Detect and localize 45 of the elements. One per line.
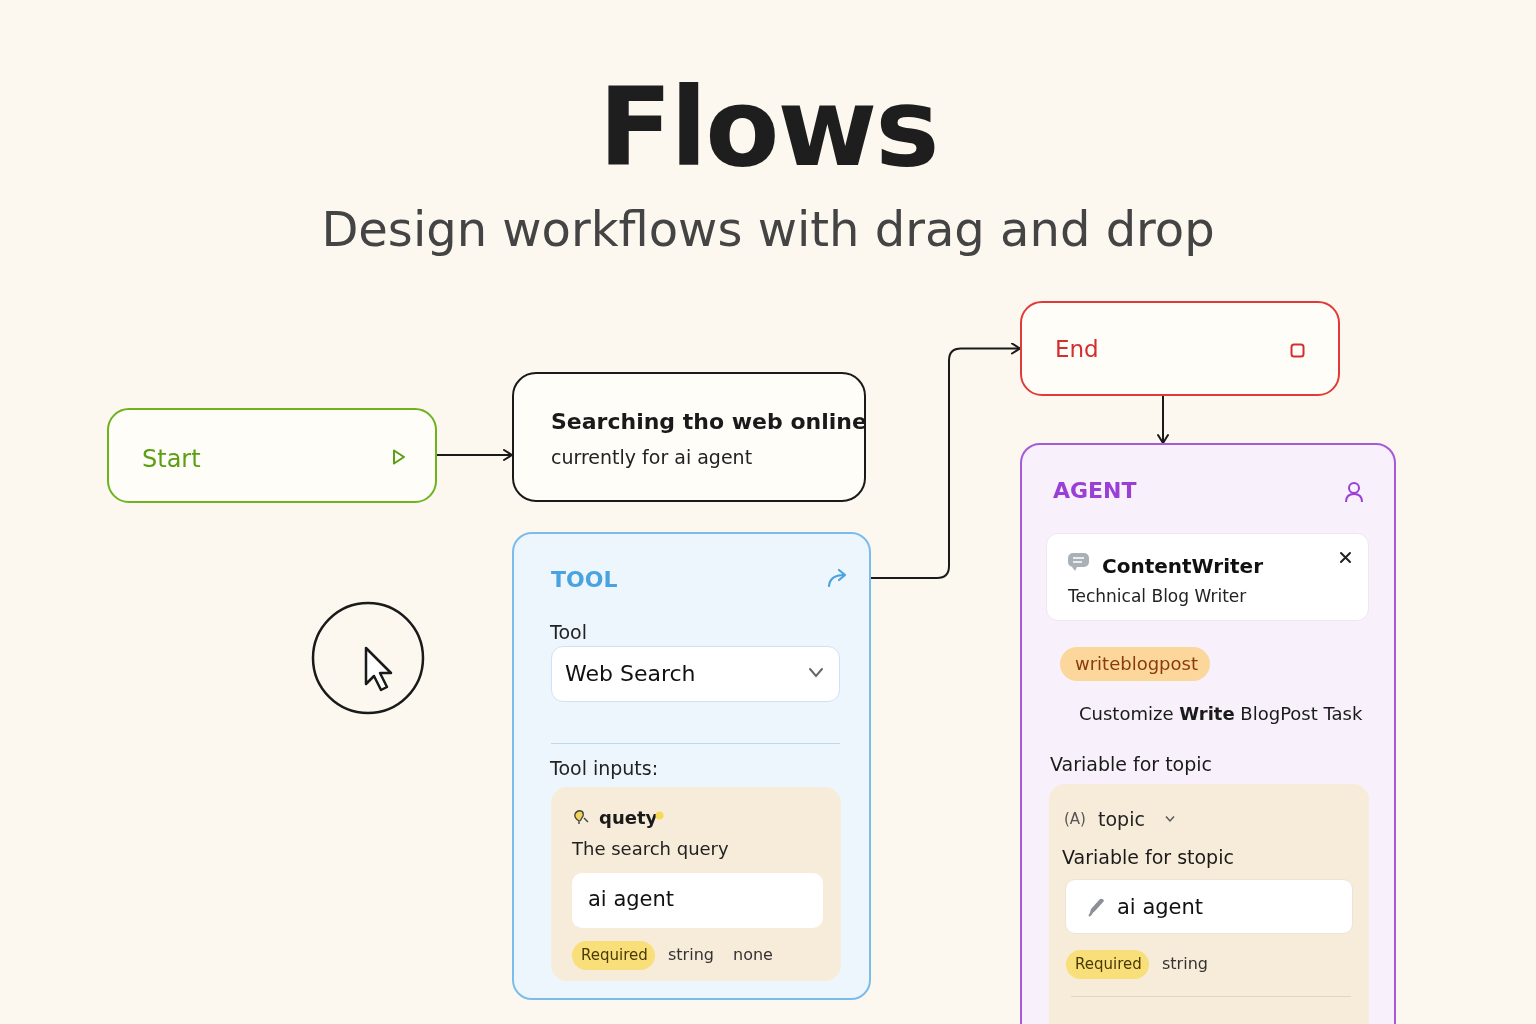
input-field bbox=[1065, 879, 1353, 934]
process-box bbox=[512, 372, 866, 502]
variable-card bbox=[1049, 784, 1369, 1024]
end-node bbox=[1020, 301, 1340, 396]
agent-role: Technical Blog Writer bbox=[1068, 585, 1247, 607]
field-label: Tool bbox=[550, 620, 587, 644]
agent-card bbox=[1046, 533, 1369, 621]
type-text: string bbox=[1162, 954, 1208, 974]
node-heading: Searching tho web online bbox=[551, 408, 867, 436]
input-card bbox=[551, 787, 841, 981]
tool-panel bbox=[512, 532, 871, 1000]
input-value: ai agent bbox=[588, 887, 675, 913]
section-label: Variable for topic bbox=[1050, 752, 1212, 776]
type-text: string bbox=[668, 945, 714, 965]
start-node bbox=[107, 408, 437, 503]
panel-title: AGENT bbox=[1053, 477, 1137, 505]
variable-name: topic bbox=[1098, 807, 1145, 831]
section-label: Tool inputs: bbox=[550, 756, 659, 780]
tag-text: Required bbox=[1075, 955, 1142, 973]
title: Flows bbox=[598, 64, 938, 193]
select-field bbox=[551, 646, 840, 702]
agent-name: ContentWriter bbox=[1102, 554, 1263, 578]
tag-text: Required bbox=[581, 946, 648, 964]
input-value: ai agent bbox=[1117, 895, 1204, 921]
default-text: none bbox=[733, 945, 773, 965]
required-tag bbox=[572, 941, 655, 970]
required-tag bbox=[1066, 950, 1149, 979]
variable-description: Variable for stopic bbox=[1062, 845, 1234, 869]
panel-title: TOOL bbox=[551, 566, 618, 594]
input-description: The search query bbox=[572, 838, 729, 860]
node-label: Start bbox=[142, 444, 201, 474]
arrow bbox=[1157, 395, 1169, 444]
agent-panel bbox=[1020, 443, 1396, 1024]
subtitle: Design workflows with drag and drop bbox=[321, 201, 1215, 259]
tag-text: writeblogpost bbox=[1075, 653, 1198, 675]
arrow bbox=[870, 342, 1021, 579]
node-description: currently for ai agent bbox=[551, 445, 753, 469]
input-field bbox=[572, 873, 823, 928]
input-name: quety bbox=[599, 807, 658, 829]
task-tag bbox=[1060, 647, 1210, 681]
node-label: End bbox=[1055, 336, 1099, 364]
task-text: Customize Write BlogPost Task bbox=[1079, 703, 1363, 725]
arrow bbox=[436, 449, 513, 461]
type-indicator: (A) bbox=[1064, 810, 1086, 828]
select-value: Web Search bbox=[565, 660, 696, 688]
